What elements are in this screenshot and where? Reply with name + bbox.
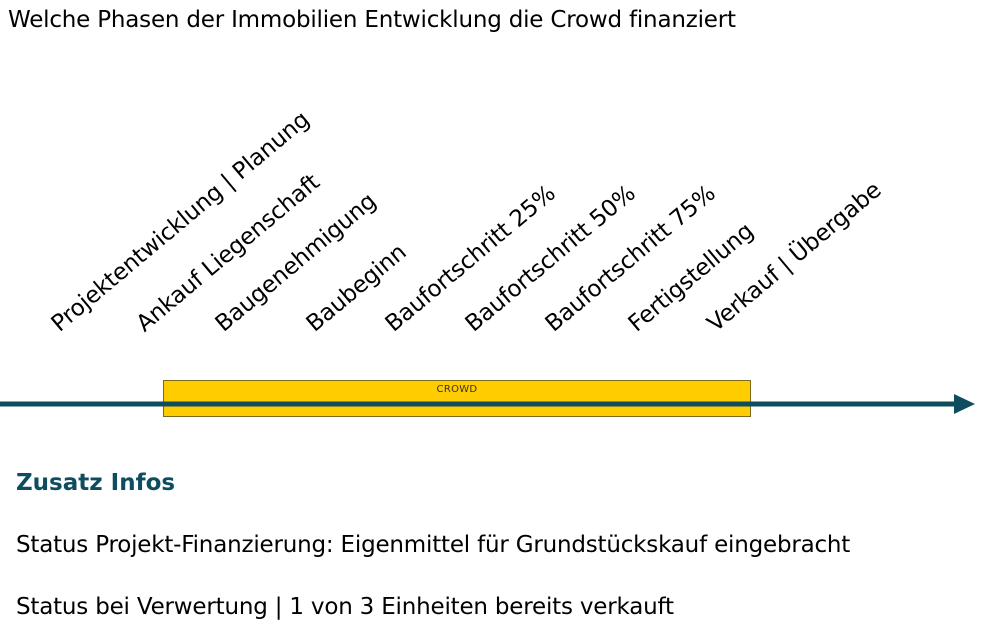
crowd-financing-bar: CROWD xyxy=(163,380,751,417)
timeline-arrowhead-icon xyxy=(954,394,975,414)
info-heading: Zusatz Infos xyxy=(16,470,176,496)
crowd-bar-label: CROWD xyxy=(436,384,478,395)
info-line-financing-status: Status Projekt-Finanzierung: Eigenmittel… xyxy=(16,532,851,558)
info-line-sales-status: Status bei Verwertung | 1 von 3 Einheite… xyxy=(16,594,674,620)
page-title: Welche Phasen der Immobilien Entwicklung… xyxy=(8,7,736,33)
timeline-arrow xyxy=(0,394,975,414)
